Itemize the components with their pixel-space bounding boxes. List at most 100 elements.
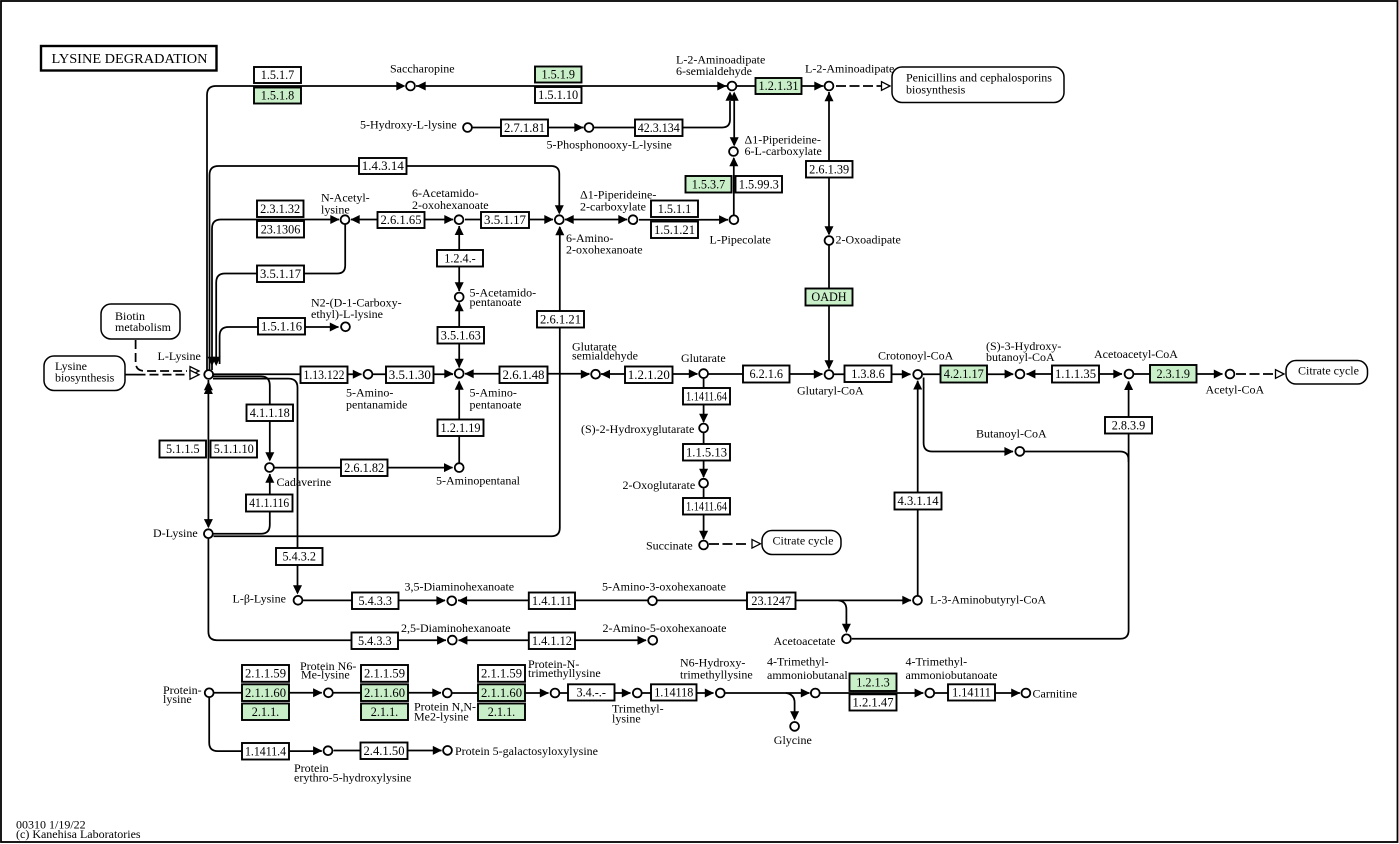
svg-text:Glycine: Glycine	[774, 733, 812, 747]
svg-text:41.1.116: 41.1.116	[249, 496, 289, 510]
svg-text:L-3-Aminobutyryl-CoA: L-3-Aminobutyryl-CoA	[930, 593, 1046, 607]
svg-text:6-Acetamido-: 6-Acetamido-	[412, 186, 479, 200]
svg-text:2.8.3.9: 2.8.3.9	[1112, 418, 1146, 432]
svg-text:2.1.1.60: 2.1.1.60	[364, 686, 405, 700]
svg-text:Protein N6-: Protein N6-	[300, 659, 356, 673]
svg-text:5-Amino-3-oxohexanoate: 5-Amino-3-oxohexanoate	[602, 580, 726, 594]
svg-text:5-Acetamido-: 5-Acetamido-	[470, 286, 537, 300]
svg-text:N-Acetyl-: N-Acetyl-	[321, 191, 370, 205]
svg-text:1.4.3.14: 1.4.3.14	[362, 159, 404, 173]
svg-text:5.1.1.5: 5.1.1.5	[166, 442, 200, 456]
svg-text:5.1.1.10: 5.1.1.10	[214, 442, 254, 456]
svg-text:1.1411.4: 1.1411.4	[245, 745, 286, 759]
svg-text:L-Lysine: L-Lysine	[158, 349, 201, 363]
svg-text:2.1.1.59: 2.1.1.59	[364, 667, 405, 681]
svg-text:5.4.3.3: 5.4.3.3	[358, 594, 392, 608]
svg-text:OADH: OADH	[811, 290, 846, 304]
svg-text:1.5.1.9: 1.5.1.9	[541, 68, 575, 82]
svg-text:Me-lysine: Me-lysine	[301, 668, 350, 682]
svg-text:1.5.1.10: 1.5.1.10	[538, 88, 578, 102]
svg-text:Acetyl-CoA: Acetyl-CoA	[1206, 383, 1265, 397]
svg-text:ammoniobutanal: ammoniobutanal	[767, 668, 848, 682]
svg-text:LYSINE DEGRADATION: LYSINE DEGRADATION	[52, 51, 208, 66]
svg-text:pentanoate: pentanoate	[470, 295, 522, 309]
svg-text:N6-Hydroxy-: N6-Hydroxy-	[680, 656, 745, 670]
svg-text:2.4.1.50: 2.4.1.50	[364, 744, 405, 758]
svg-text:5-Amino-: 5-Amino-	[346, 386, 393, 400]
svg-text:Cadaverine: Cadaverine	[277, 475, 332, 489]
svg-text:Acetoacetate: Acetoacetate	[774, 634, 836, 648]
svg-text:4-Trimethyl-: 4-Trimethyl-	[767, 655, 829, 669]
svg-text:2.1.1.59: 2.1.1.59	[245, 667, 286, 681]
svg-text:2.1.1.60: 2.1.1.60	[481, 686, 522, 700]
svg-text:lysine: lysine	[612, 712, 641, 726]
svg-text:Butanoyl-CoA: Butanoyl-CoA	[976, 427, 1047, 441]
svg-text:pentanamide: pentanamide	[346, 398, 407, 412]
svg-text:Glutaryl-CoA: Glutaryl-CoA	[797, 384, 864, 398]
svg-text:ammoniobutanoate: ammoniobutanoate	[906, 668, 998, 682]
svg-text:(S)-2-Hydroxyglutarate: (S)-2-Hydroxyglutarate	[581, 422, 694, 436]
svg-text:1.5.1.8: 1.5.1.8	[261, 89, 295, 103]
svg-text:pentanoate: pentanoate	[470, 398, 522, 412]
svg-text:erythro-5-hydroxylysine: erythro-5-hydroxylysine	[294, 771, 411, 785]
svg-text:1.14118: 1.14118	[654, 686, 693, 700]
svg-text:Δ1-Piperideine-: Δ1-Piperideine-	[745, 133, 821, 147]
svg-text:lysine: lysine	[321, 203, 350, 217]
svg-text:3.5.1.17: 3.5.1.17	[484, 213, 526, 227]
svg-text:Protein N,N-: Protein N,N-	[414, 700, 476, 714]
svg-text:2-oxohexanoate: 2-oxohexanoate	[566, 243, 643, 257]
svg-text:2-Amino-5-oxohexanoate: 2-Amino-5-oxohexanoate	[603, 621, 727, 635]
svg-text:3.4.-.-: 3.4.-.-	[576, 686, 605, 700]
svg-text:6-L-carboxylate: 6-L-carboxylate	[745, 144, 822, 158]
svg-text:Me2-lysine: Me2-lysine	[414, 710, 469, 724]
svg-text:5-Hydroxy-L-lysine: 5-Hydroxy-L-lysine	[360, 118, 457, 132]
svg-text:2.1.1.: 2.1.1.	[488, 705, 515, 719]
svg-text:2.1.1.: 2.1.1.	[371, 705, 398, 719]
svg-text:L-2-Aminoadipate: L-2-Aminoadipate	[805, 62, 894, 76]
svg-text:2.6.1.48: 2.6.1.48	[503, 368, 545, 382]
svg-text:2.6.1.82: 2.6.1.82	[344, 461, 384, 475]
svg-text:3.5.1.17: 3.5.1.17	[260, 267, 301, 281]
svg-text:2.3.1.9: 2.3.1.9	[1156, 367, 1190, 381]
svg-text:1.4.1.12: 1.4.1.12	[532, 634, 572, 648]
svg-text:L-2-Aminoadipate: L-2-Aminoadipate	[676, 53, 765, 67]
svg-text:Δ1-Piperideine-: Δ1-Piperideine-	[580, 188, 656, 202]
svg-text:semialdehyde: semialdehyde	[572, 349, 638, 363]
svg-text:Protein-: Protein-	[163, 683, 202, 697]
svg-text:2.1.1.60: 2.1.1.60	[245, 686, 286, 700]
svg-text:1.13.122: 1.13.122	[304, 368, 345, 382]
svg-text:1.5.1.16: 1.5.1.16	[261, 319, 302, 333]
svg-text:5.4.3.3: 5.4.3.3	[358, 634, 392, 648]
svg-text:2-carboxylate: 2-carboxylate	[580, 200, 646, 214]
svg-text:2-oxohexanoate: 2-oxohexanoate	[412, 198, 489, 212]
svg-text:2.6.1.21: 2.6.1.21	[540, 312, 581, 326]
svg-text:Lysine: Lysine	[55, 359, 87, 373]
svg-text:1.2.1.20: 1.2.1.20	[628, 368, 670, 382]
svg-text:2.1.1.: 2.1.1.	[252, 705, 279, 719]
svg-text:Protein 5-galactosyloxylysine: Protein 5-galactosyloxylysine	[455, 744, 598, 758]
svg-text:42.3.134: 42.3.134	[638, 121, 680, 135]
svg-text:trimethyllysine: trimethyllysine	[528, 666, 601, 680]
svg-text:1.5.1.21: 1.5.1.21	[654, 223, 695, 237]
svg-text:2.6.1.65: 2.6.1.65	[381, 213, 422, 227]
svg-text:2-Oxoglutarate: 2-Oxoglutarate	[623, 478, 696, 492]
svg-text:5-Amino-: 5-Amino-	[470, 386, 517, 400]
svg-text:2.7.1.81: 2.7.1.81	[504, 121, 545, 135]
svg-text:1.5.99.3: 1.5.99.3	[739, 177, 779, 191]
svg-text:4.2.1.17: 4.2.1.17	[944, 367, 984, 381]
svg-text:4.3.1.14: 4.3.1.14	[898, 494, 939, 508]
svg-text:(S)-3-Hydroxy-: (S)-3-Hydroxy-	[986, 339, 1061, 353]
svg-text:1.1.1.35: 1.1.1.35	[1055, 367, 1096, 381]
svg-text:biosynthesis: biosynthesis	[906, 83, 966, 97]
svg-text:2-Oxoadipate: 2-Oxoadipate	[836, 233, 901, 247]
svg-text:Protein-N-: Protein-N-	[528, 657, 579, 671]
svg-text:3,5-Diaminohexanoate: 3,5-Diaminohexanoate	[405, 580, 515, 594]
svg-text:3.5.1.63: 3.5.1.63	[441, 328, 481, 342]
svg-text:Succinate: Succinate	[646, 539, 693, 553]
svg-text:4-Trimethyl-: 4-Trimethyl-	[906, 655, 968, 669]
svg-text:Penicillins and cephalosporins: Penicillins and cephalosporins	[906, 71, 1052, 85]
svg-text:1.2.1.19: 1.2.1.19	[441, 421, 481, 435]
svg-text:Glutarate: Glutarate	[572, 340, 617, 354]
svg-text:1.2.1.47: 1.2.1.47	[853, 696, 894, 710]
svg-text:1.3.8.6: 1.3.8.6	[851, 367, 885, 381]
